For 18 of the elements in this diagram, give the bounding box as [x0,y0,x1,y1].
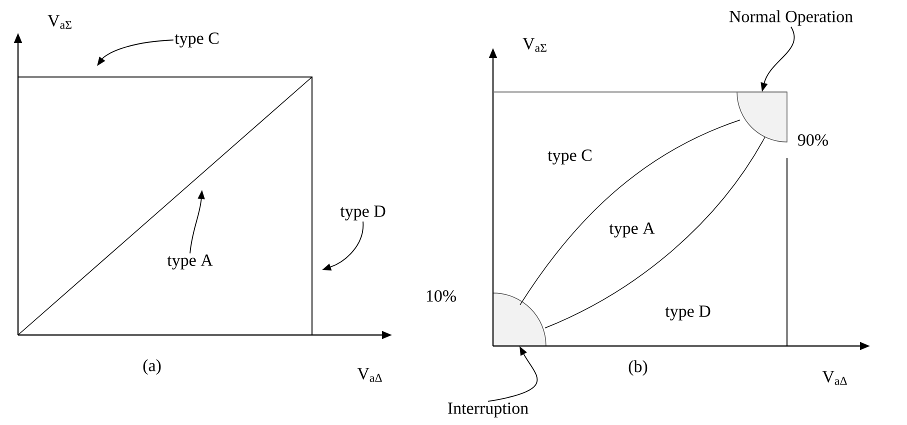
panel-label: (a) [143,359,161,375]
leader-text: type C [174,32,218,48]
leader-text: Normal Operation [729,10,853,26]
sector-region [492,292,546,346]
panel-label: (b) [628,360,648,376]
region-label: type C [548,150,592,164]
axis-label: V$_{aΔ}$ [357,368,382,382]
axis-label: V$_{aΔ}$ [822,371,847,385]
leader-text: type D [340,206,386,220]
region-label: type A [609,222,655,238]
percent-label: 10% [426,290,456,302]
sector-region [736,92,788,142]
axis-label: V$_{aΣ}$ [48,15,72,29]
percent-label: 90% [798,134,828,146]
region-label: type D [665,306,710,320]
leader-text: Interruption [448,402,528,418]
leader-text: type A [167,254,213,270]
axis-label: V$_{aΣ}$ [522,38,546,52]
